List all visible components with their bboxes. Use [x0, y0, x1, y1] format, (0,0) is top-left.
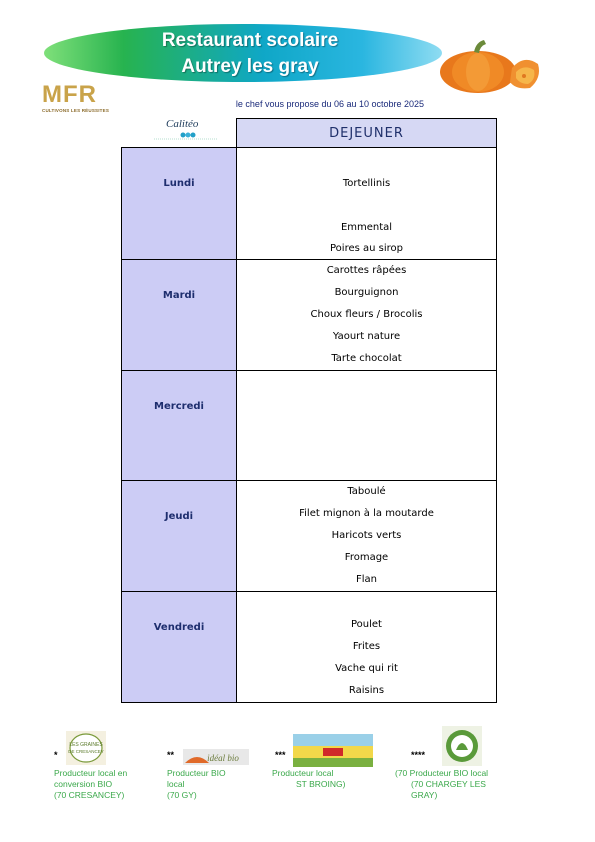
day-vendredi: Vendredi — [121, 591, 237, 703]
meal-item: Poulet — [351, 619, 382, 630]
pumpkin-image — [440, 40, 539, 93]
ideal-bio-logo: idéal bio — [183, 749, 249, 765]
meal-item: Yaourt nature — [332, 331, 401, 342]
meal-items: Tortellinis Emmental Poires au sirop — [236, 147, 497, 260]
st-broing-producer-logo — [293, 734, 373, 767]
meal-item: Vache qui rit — [335, 663, 398, 674]
footer-legend-2: Producteur BIO local (70 GY) — [167, 768, 226, 800]
svg-text:DE CRESANCEY: DE CRESANCEY — [68, 749, 104, 754]
meal-item: Tarte chocolat — [331, 353, 402, 364]
column-header-dejeuner: DEJEUNER — [236, 118, 497, 148]
meal-item — [237, 206, 496, 217]
table-row: Mercredi — [121, 370, 497, 481]
page-title: Restaurant scolaire Autrey les gray — [130, 28, 370, 80]
title-line-2: Autrey les gray — [181, 56, 319, 77]
day-mardi: Mardi — [121, 259, 237, 371]
meal-item — [237, 148, 496, 173]
meal-item: Flan — [356, 574, 377, 585]
svg-text:idéal bio: idéal bio — [207, 753, 239, 763]
meal-item: Fromage — [344, 552, 389, 563]
menu-table: DEJEUNER Lundi Tortellinis Emmental Poir… — [121, 118, 497, 703]
footer-stars-1: * — [54, 750, 58, 760]
meal-item: Taboulé — [347, 486, 386, 497]
meal-items: Taboulé Filet mignon à la moutarde Haric… — [236, 480, 497, 592]
svg-text:LES GRAINES: LES GRAINES — [69, 742, 103, 748]
les-graines-de-cresancey-logo: LES GRAINES DE CRESANCEY — [66, 731, 106, 765]
meal-item: Tortellinis — [342, 178, 391, 189]
footer-stars-3: *** — [275, 750, 286, 760]
footer-legend-4: (70 Producteur BIO local (70 CHARGEY LES… — [395, 768, 489, 800]
menu-period: le chef vous propose du 06 au 10 octobre… — [235, 99, 425, 109]
meal-items — [236, 370, 497, 481]
table-corner — [122, 119, 237, 148]
meal-item: Emmental — [340, 222, 393, 233]
meal-items: Carottes râpées Bourguignon Choux fleurs… — [236, 259, 497, 371]
mfr-tagline: CULTIVONS LES RÉUSSITES — [42, 108, 110, 113]
day-jeudi: Jeudi — [121, 480, 237, 592]
caliteo-logo-text: Calitéo — [166, 118, 199, 130]
footer-stars-2: ** — [167, 750, 175, 760]
meal-item: Frites — [352, 641, 381, 652]
table-row: Vendredi Poulet Frites Vache qui rit Rai… — [121, 591, 497, 703]
meal-item: Poires au sirop — [330, 243, 403, 254]
meal-item: Haricots verts — [331, 530, 402, 541]
footer-legend-3: Producteur local ST BROING) — [272, 768, 346, 789]
table-row: Jeudi Taboulé Filet mignon à la moutarde… — [121, 480, 497, 592]
footer-stars-4: **** — [411, 750, 426, 760]
title-line-1: Restaurant scolaire — [161, 30, 339, 51]
caliteo-logo — [154, 132, 218, 140]
chargey-bio-producer-logo — [442, 726, 482, 766]
table-row: Mardi Carottes râpées Bourguignon Choux … — [121, 259, 497, 371]
day-mercredi: Mercredi — [121, 370, 237, 481]
table-row: Lundi Tortellinis Emmental Poires au sir… — [121, 147, 497, 260]
meal-item: Filet mignon à la moutarde — [299, 508, 434, 519]
meal-item — [237, 195, 496, 206]
mfr-logo: MFR — [42, 81, 97, 108]
meal-item: Raisins — [348, 685, 385, 696]
meal-items: Poulet Frites Vache qui rit Raisins — [236, 591, 497, 703]
day-lundi: Lundi — [121, 147, 237, 260]
meal-item: Carottes râpées — [326, 265, 407, 276]
meal-item: Bourguignon — [334, 287, 399, 298]
title-banner — [44, 24, 442, 82]
meal-item: Choux fleurs / Brocolis — [310, 309, 423, 320]
footer-legend-1: Producteur local en conversion BIO (70 C… — [54, 768, 128, 800]
meal-item — [237, 592, 496, 614]
